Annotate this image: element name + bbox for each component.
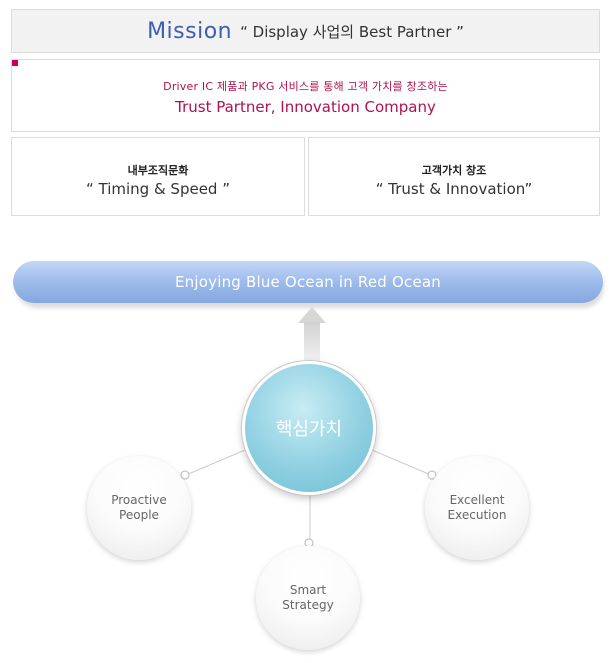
corner-marker [12,60,18,66]
value-box-customer: 고객가치 창조 “ Trust & Innovation” [308,137,600,216]
core-value-circle: 핵심가치 [242,361,376,495]
value-circle-proactive-people: Proactive People [87,456,191,560]
value-circle-smart-strategy: Smart Strategy [256,546,360,650]
mission-statement-box: Driver IC 제품과 PKG 서비스를 통해 고객 가치를 창조하는 Tr… [11,59,600,132]
connector-line-left [185,449,246,476]
mission-text: “ Display 사업의 Best Partner ” [240,22,464,41]
value-title: 내부조직문화 [127,164,189,177]
statement-line-1: Driver IC 제품과 PKG 서비스를 통해 고객 가치를 창조하는 [163,80,448,93]
value-text: “ Timing & Speed ” [85,180,230,198]
value-circle-label: Proactive People [111,493,167,522]
value-circle-label: Smart Strategy [282,583,334,612]
mission-label: Mission [147,18,233,44]
mission-header: Mission “ Display 사업의 Best Partner ” [11,9,600,53]
up-arrow-stem [304,322,320,362]
statement-line-2: Trust Partner, Innovation Company [175,98,436,116]
up-arrow-icon [298,307,326,323]
connector-node-left [180,470,190,480]
value-circle-label: Excellent Execution [447,493,507,522]
value-text: “ Trust & Innovation” [375,180,533,198]
connector-line-right [371,449,432,476]
goal-bar: Enjoying Blue Ocean in Red Ocean [13,261,603,303]
value-box-culture: 내부조직문화 “ Timing & Speed ” [11,137,305,216]
value-circle-excellent-execution: Excellent Execution [425,456,529,560]
value-title: 고객가치 창조 [421,164,487,177]
